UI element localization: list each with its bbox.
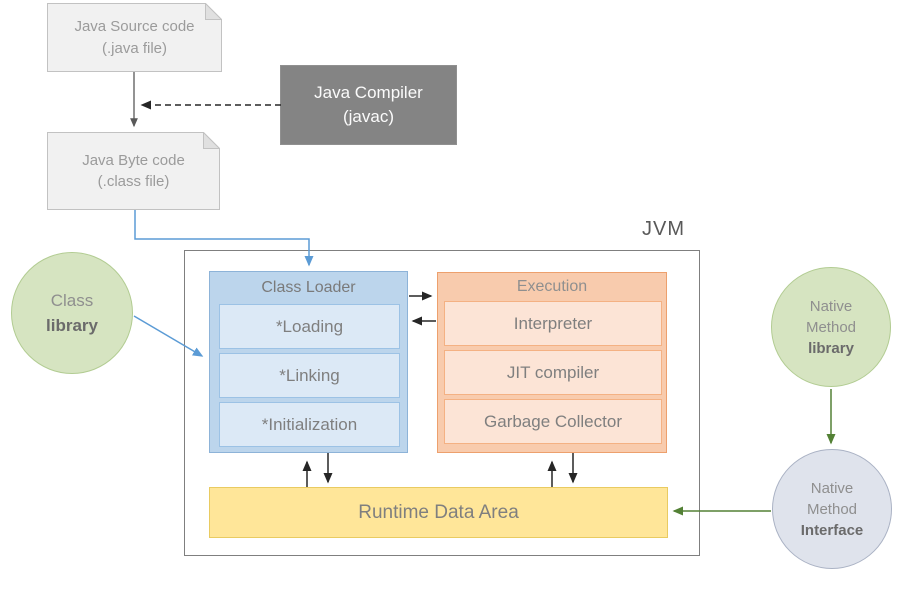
java-compiler-sublabel: (javac)	[342, 107, 394, 126]
class-loader-item-initialization: *Initialization	[219, 402, 400, 447]
java-source-code-label: Java Source code	[74, 18, 195, 35]
native-method-library-label-2: Method	[805, 318, 857, 336]
class-loader-item-loading: *Loading	[219, 304, 400, 349]
document-shape-icon	[47, 132, 220, 210]
execution-title: Execution	[516, 278, 588, 295]
execution-item-jit-compiler: JIT compiler	[444, 350, 662, 395]
class-library-label-1: Class	[50, 291, 94, 310]
jvm-title: JVM	[642, 218, 685, 240]
java-byte-code-sublabel: (.class file)	[97, 173, 170, 190]
native-method-library-node: Native Method library	[771, 267, 891, 387]
java-compiler-label: Java Compiler	[314, 82, 423, 102]
java-source-code-sublabel: (.java file)	[101, 39, 168, 57]
execution-item-garbage-collector: Garbage Collector	[444, 399, 662, 444]
java-byte-code-node: Java Byte code (.class file)	[47, 132, 220, 210]
native-method-interface-label-1: Native	[810, 479, 854, 497]
document-shape-icon	[47, 3, 222, 72]
native-method-library-label-1: Native	[809, 297, 853, 315]
class-loader-item-linking: *Linking	[219, 353, 400, 398]
runtime-data-area-label: Runtime Data Area	[358, 501, 519, 523]
native-method-interface-label-2: Method	[806, 500, 858, 518]
java-compiler-node: Java Compiler (javac)	[280, 65, 457, 145]
execution-item-interpreter: Interpreter	[444, 301, 662, 346]
class-loader-node: Class Loader *Loading *Linking *Initiali…	[209, 271, 408, 453]
java-byte-code-label: Java Byte code	[82, 151, 185, 169]
native-method-interface-node: Native Method Interface	[772, 449, 892, 569]
class-loader-title: Class Loader	[261, 279, 356, 296]
native-method-interface-label-3: Interface	[800, 521, 864, 539]
native-method-library-label-3: library	[808, 339, 854, 357]
class-library-node: Class library	[11, 252, 133, 374]
class-library-label-2: library	[46, 316, 98, 335]
java-source-code-node: Java Source code (.java file)	[47, 3, 222, 72]
execution-engine-node: Execution Interpreter JIT compiler Garba…	[437, 272, 667, 453]
runtime-data-area-node: Runtime Data Area	[209, 487, 668, 538]
